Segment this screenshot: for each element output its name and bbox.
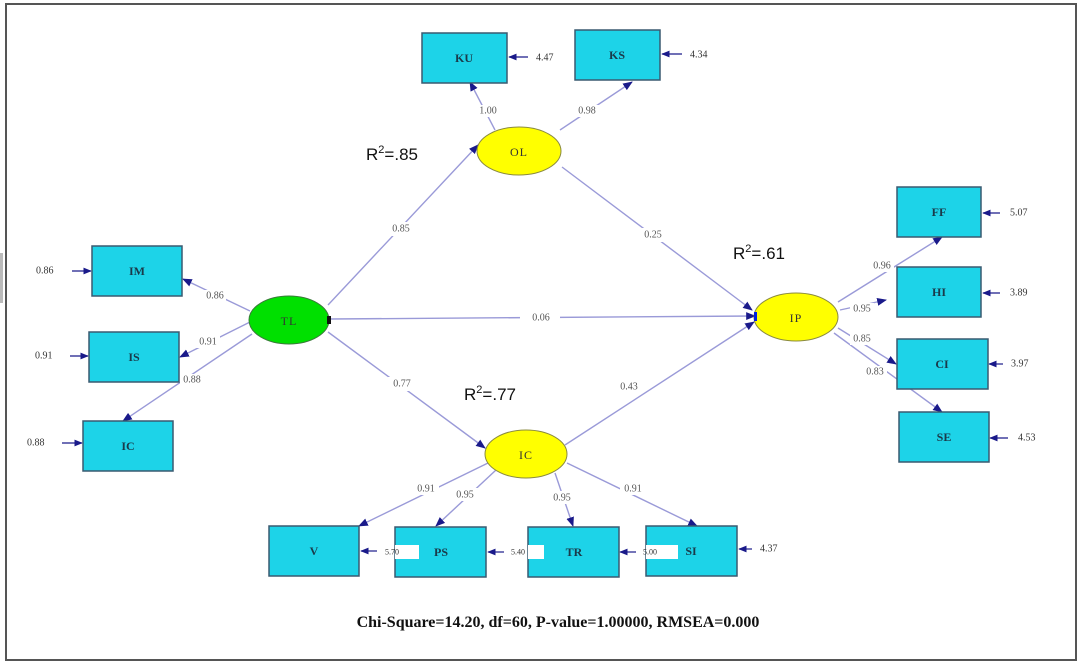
r2-ol: R2=.85 [366, 144, 418, 164]
error-value-ps: 5.40 [511, 548, 525, 557]
loading-value-ku: 1.00 [479, 106, 497, 117]
loading-value-ps: 0.95 [456, 490, 474, 501]
loading-ip-se [833, 332, 943, 413]
loading-value-hi: 0.95 [853, 304, 871, 315]
error-value-im: 0.86 [36, 266, 54, 277]
indicator-ci: CI [896, 338, 989, 390]
indicator-label-v: V [310, 544, 319, 558]
loading-value-ic: 0.88 [183, 375, 201, 386]
latent-ic: IC [484, 429, 568, 479]
loading-value-v: 0.91 [417, 484, 435, 495]
latent-tl: TL [248, 295, 331, 345]
latent-label-ic: IC [519, 448, 533, 462]
indicator-label-is: IS [128, 350, 140, 364]
indicator-is: IS [88, 331, 180, 383]
r2-ic: R2=.77 [464, 384, 516, 404]
latent-ol: OL [476, 126, 562, 176]
loading-value-ff: 0.96 [873, 261, 891, 272]
error-value-ci: 3.97 [1011, 359, 1029, 370]
loading-value-ci: 0.85 [853, 334, 871, 345]
indicator-label-ks: KS [609, 48, 625, 62]
error-value-hi: 3.89 [1010, 288, 1028, 299]
latent-label-tl: TL [281, 314, 298, 328]
indicator-label-ku: KU [455, 51, 473, 65]
fit-statistics: Chi-Square=14.20, df=60, P-value=1.00000… [357, 614, 760, 631]
loading-value-si: 0.91 [624, 484, 642, 495]
indicator-label-ps: PS [434, 545, 448, 559]
latent-label-ol: OL [510, 145, 528, 159]
error-value-se: 4.53 [1018, 433, 1036, 444]
path-ic-ip [564, 321, 755, 446]
error-value-si: 4.37 [760, 544, 778, 555]
indicator-se: SE [898, 411, 990, 463]
frame-edge [0, 253, 3, 303]
loading-value-se: 0.83 [866, 367, 884, 378]
indicator-label-si: SI [685, 544, 697, 558]
indicator-ff: FF [896, 186, 982, 238]
r2-ip: R2=.61 [733, 243, 785, 263]
indicator-tr: TR [527, 526, 620, 578]
indicator-label-ic: IC [121, 439, 134, 453]
indicator-label-tr: TR [566, 545, 583, 559]
loading-value-tr: 0.95 [553, 493, 571, 504]
loading-ip-ci [837, 327, 897, 365]
error-value-ic: 0.88 [27, 438, 45, 449]
indicator-ku: KU [421, 32, 508, 84]
indicator-label-ff: FF [932, 205, 947, 219]
coef-ol-ip: 0.25 [644, 230, 662, 241]
error-value-is: 0.91 [35, 351, 53, 362]
indicator-label-se: SE [937, 430, 952, 444]
loading-value-ks: 0.98 [578, 106, 596, 117]
indicator-im: IM [91, 245, 183, 297]
loading-value-is: 0.91 [199, 337, 217, 348]
indicator-label-hi: HI [932, 285, 946, 299]
error-value-v: 5.70 [385, 548, 399, 557]
indicator-ks: KS [574, 29, 661, 81]
coef-tl-ip: 0.06 [532, 313, 550, 324]
coef-tl-ol: 0.85 [392, 224, 410, 235]
indicator-ic: IC [82, 420, 174, 472]
indicator-v: V [268, 525, 360, 577]
latent-ip: IP [753, 292, 839, 342]
error-value-ff: 5.07 [1010, 208, 1028, 219]
indicator-si: SI [645, 525, 738, 577]
error-value-tr: 5.00 [643, 548, 657, 557]
coef-ic-ip: 0.43 [620, 382, 638, 393]
indicator-label-ci: CI [935, 357, 949, 371]
indicator-label-im: IM [129, 264, 145, 278]
indicator-hi: HI [896, 266, 982, 318]
latent-label-ip: IP [790, 311, 803, 325]
error-value-ku: 4.47 [536, 53, 554, 64]
coef-tl-ic: 0.77 [393, 379, 411, 390]
indicator-ps: PS [394, 526, 487, 578]
loading-value-im: 0.86 [206, 291, 224, 302]
error-value-ks: 4.34 [690, 50, 708, 61]
